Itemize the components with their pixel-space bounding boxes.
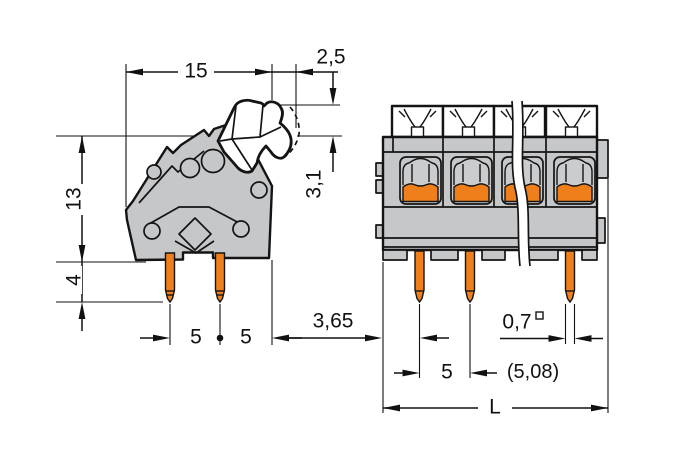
clamp-cell bbox=[450, 156, 493, 205]
hole bbox=[146, 164, 162, 180]
solder-pin bbox=[414, 250, 425, 304]
push-button-lever bbox=[216, 98, 301, 174]
dim-label-pin-length: 4 bbox=[63, 274, 86, 286]
clamp-spring-orange bbox=[453, 183, 490, 203]
square-cross-section-icon bbox=[535, 311, 544, 320]
side-view-arrowheads bbox=[78, 68, 337, 342]
side-view-holes bbox=[143, 148, 268, 240]
dim-label-pitch: 5 bbox=[441, 361, 453, 384]
front-view: 3,65 0,7 5 (5,08) L bbox=[288, 100, 609, 419]
solder-pin bbox=[564, 250, 576, 304]
label-backgrounds bbox=[64, 61, 212, 294]
hole bbox=[200, 148, 226, 174]
solder-pin bbox=[464, 250, 476, 304]
solder-pins-side bbox=[164, 252, 226, 304]
diamond-recess bbox=[178, 217, 212, 251]
dim-label-lever-projection: 2,5 bbox=[316, 46, 345, 69]
lever-outline bbox=[216, 98, 293, 174]
dim-label-height: 13 bbox=[63, 187, 86, 210]
dim-label-overall-length: L bbox=[489, 396, 501, 419]
front-view-extension-lines bbox=[382, 179, 609, 413]
lever-facet-lines bbox=[219, 104, 282, 171]
clamp-cell bbox=[399, 156, 442, 205]
pole-divider-lines bbox=[392, 138, 547, 207]
wire-entry bbox=[441, 104, 496, 140]
wire-entry bbox=[390, 104, 445, 140]
dim-label-pin-spacing-right: 5 bbox=[240, 326, 252, 349]
clamp-spring-orange bbox=[556, 183, 593, 203]
dim-label-width: 15 bbox=[184, 60, 207, 83]
front-view-arrowheads bbox=[365, 334, 608, 412]
wire-entry bbox=[544, 104, 599, 140]
hole bbox=[143, 222, 161, 240]
side-view: 15 2,5 13 3,1 4 5 5 bbox=[56, 46, 346, 349]
clamp-cell bbox=[553, 156, 596, 205]
dim-label-edge-to-pin: 3,65 bbox=[313, 310, 354, 333]
clamp-spring-orange bbox=[402, 183, 439, 203]
lever-open-position-dashed bbox=[285, 106, 301, 157]
hole bbox=[179, 157, 201, 179]
break-symbol bbox=[511, 100, 531, 267]
dim-label-pin-spacing-left: 5 bbox=[190, 326, 202, 349]
shared-dimension-dot bbox=[216, 334, 224, 342]
wire-entry-row bbox=[390, 104, 599, 140]
side-view-extension-lines bbox=[56, 64, 342, 345]
housing-tabs bbox=[375, 139, 609, 244]
label-background bbox=[478, 396, 512, 418]
hole bbox=[250, 181, 268, 199]
pin-tip-marks bbox=[165, 290, 225, 296]
dim-label-lever-stroke: 3,1 bbox=[303, 169, 326, 198]
housing-horizontal-lines bbox=[383, 151, 597, 248]
dim-label-pin-cross-section: 0,7 bbox=[502, 311, 531, 334]
solder-pins-front bbox=[414, 250, 576, 304]
hole bbox=[232, 220, 250, 238]
dim-label-pitch-alternative: (5,08) bbox=[507, 361, 559, 383]
